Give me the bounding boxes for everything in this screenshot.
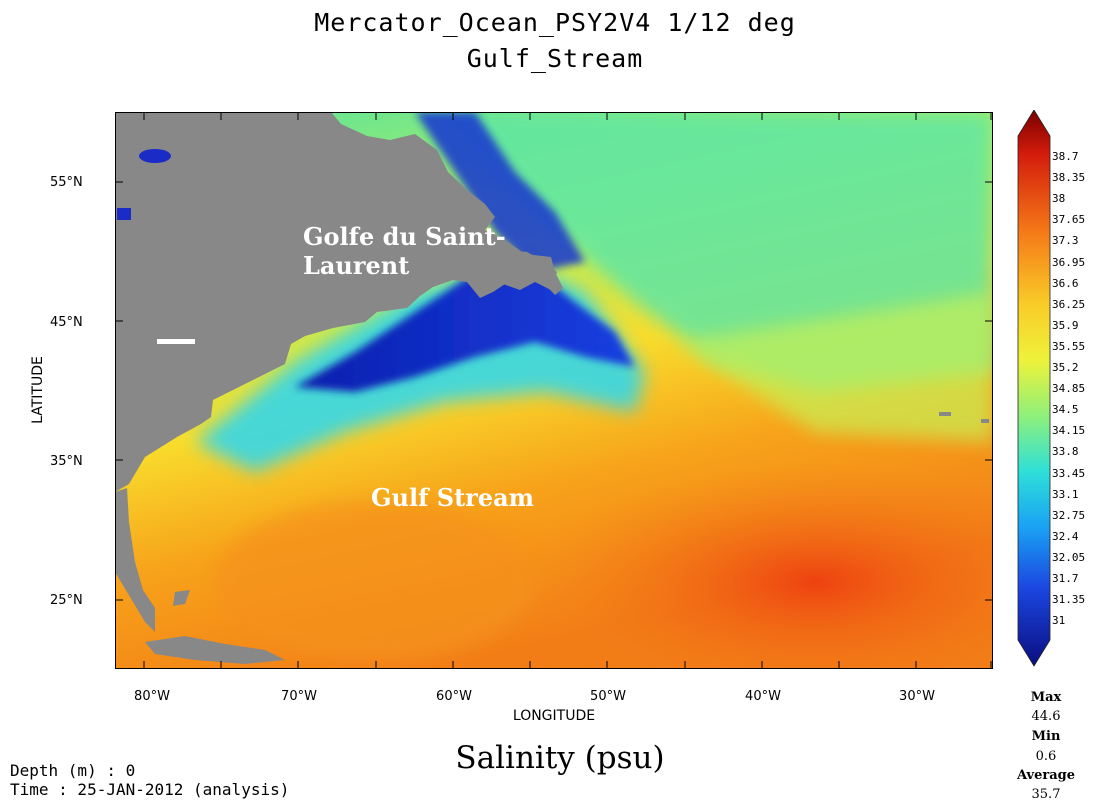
colorbar-level-label: 31.7: [1052, 572, 1079, 585]
average-value: 35.7: [1031, 787, 1061, 802]
colorbar-level-label: 35.55: [1052, 339, 1086, 353]
colorbar-level-label: 38.7: [1052, 150, 1079, 163]
labrador-current: [415, 112, 585, 272]
longitude-tick-label: 50°W: [590, 689, 626, 704]
colorbar-gradient: [1017, 110, 1051, 667]
azores-islands: [939, 412, 951, 416]
colorbar-level-label: 34.85: [1052, 382, 1086, 396]
colorbar-level-label: 32.75: [1052, 508, 1086, 522]
colorbar-level-label: 37.65: [1052, 213, 1086, 227]
time-info: Time : 25-JAN-2012 (analysis): [10, 780, 290, 799]
max-value: 44.6: [1031, 709, 1061, 724]
colorbar-level-label: 33.1: [1052, 487, 1079, 501]
average-label: Average: [1016, 768, 1076, 783]
latitude-tick-label: 45°N: [50, 315, 83, 330]
colorbar-level-label: 36.25: [1052, 297, 1086, 311]
salinity-map: [115, 112, 993, 669]
map-frame: [115, 112, 993, 669]
azores-islands-east: [981, 419, 989, 423]
florida-land: [115, 488, 155, 632]
colorbar-level-label: 38.35: [1052, 171, 1086, 185]
newfoundland-land: [467, 250, 557, 292]
colorbar-level-label: 35.9: [1052, 318, 1079, 332]
fresh-water-shelf: [295, 262, 635, 392]
gulf-stream-annotation: Gulf Stream: [371, 483, 535, 512]
colorbar-level-label: 33.8: [1052, 445, 1079, 459]
colorbar-level-label: 34.15: [1052, 424, 1086, 438]
colorbar: [1017, 110, 1051, 667]
longitude-tick-label: 40°W: [745, 689, 781, 704]
max-label: Max: [1030, 690, 1062, 705]
map-title: Mercator_Ocean_PSY2V4 1/12 deg: [314, 8, 796, 37]
colorbar-level-label: 32.4: [1052, 529, 1079, 543]
colorbar-level-label: 36.95: [1052, 255, 1086, 269]
x-axis-label: LONGITUDE: [512, 708, 596, 724]
latitude-tick-label: 25°N: [50, 593, 83, 608]
cuba-land: [145, 636, 285, 664]
colorbar-level-label: 38: [1052, 192, 1066, 206]
gulf-of-st-lawrence-annotation: Golfe du Saint- Laurent: [303, 222, 506, 280]
colorbar-level-label: 35.2: [1052, 361, 1079, 374]
salinity-field-plot: [115, 112, 993, 669]
longitude-tick-label: 70°W: [281, 689, 317, 704]
y-axis-label: LATITUDE: [30, 356, 46, 424]
colorbar-level-label: 31: [1052, 614, 1066, 628]
colorbar-level-label: 32.05: [1052, 550, 1086, 564]
min-label: Min: [1031, 729, 1061, 744]
longitude-tick-label: 80°W: [134, 689, 170, 704]
colorbar-level-label: 31.35: [1052, 593, 1086, 607]
longitude-tick-label: 30°W: [899, 689, 935, 704]
min-value: 0.6: [1035, 749, 1057, 764]
colorbar-level-label: 33.45: [1052, 466, 1086, 480]
james-bay: [117, 208, 131, 220]
variable-title: Salinity (psu): [455, 740, 665, 776]
bahamas-land: [173, 590, 190, 606]
north-america-land: [115, 112, 563, 492]
transition-band: [675, 292, 993, 442]
axis-ticks: [115, 112, 993, 669]
colorbar-level-label: 36.6: [1052, 276, 1079, 290]
latitude-tick-label: 55°N: [50, 175, 83, 190]
colorbar-level-label: 37.3: [1052, 234, 1079, 248]
colorbar-level-label: 34.5: [1052, 403, 1079, 417]
latitude-tick-label: 35°N: [50, 454, 83, 469]
great-lakes: [157, 339, 195, 344]
depth-info: Depth (m) : 0: [10, 761, 136, 780]
gulf-stream-core: [215, 502, 535, 662]
inland-bay: [139, 149, 171, 163]
map-region-subtitle: Gulf_Stream: [466, 44, 644, 73]
longitude-tick-label: 60°W: [436, 689, 472, 704]
subtropical-salty-core: [535, 462, 993, 669]
